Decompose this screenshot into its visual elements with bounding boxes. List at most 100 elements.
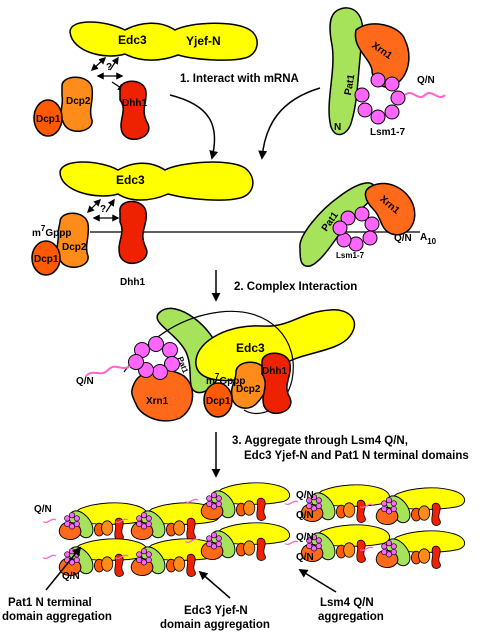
lsm-subunit [215, 500, 222, 508]
qn-tail [359, 546, 374, 551]
qn-label: Q/N [62, 571, 80, 582]
lsm-subunit [310, 534, 318, 541]
qn-label: Q/N [296, 510, 314, 521]
xrn1-label: Xrn1 [146, 396, 169, 407]
lsm-subunit [210, 543, 218, 550]
lsm-subunit [385, 540, 393, 547]
aggregated-complex [184, 482, 291, 521]
lsm-subunit [306, 502, 313, 510]
lsm-subunit [210, 503, 218, 510]
dhh1-protein [356, 499, 366, 523]
lsm1-7-ring [128, 336, 180, 380]
lsm-subunit [68, 548, 76, 555]
dhh1-protein [186, 553, 196, 577]
step2-label: 2. Complex Interaction [234, 281, 357, 293]
cap-label: m7Gppp [206, 372, 245, 387]
edc3-aggregation-caption-line2: domain aggregation [160, 619, 270, 631]
edc3-protein [69, 21, 258, 61]
pat1-aggregation-caption-line2: domain aggregation [2, 611, 112, 623]
qn-tail [284, 500, 299, 505]
lsm-subunit [385, 508, 393, 515]
lsm-subunit [210, 492, 218, 499]
dhh1-protein [431, 502, 441, 526]
dhh1-protein [256, 537, 266, 561]
qn-label: Q/N [296, 552, 314, 563]
lsm1-7-ring [354, 72, 406, 125]
step1-arrows [169, 87, 321, 160]
dhh1-protein [114, 553, 124, 577]
qn-tail [85, 365, 131, 377]
lsm4-aggregation-caption-line2: aggregation [318, 611, 384, 623]
lsm-subunit [73, 520, 80, 528]
lsm-subunit [206, 500, 213, 508]
yjef-n-label: Yjef-N [186, 34, 221, 48]
lsm-subunit [310, 505, 318, 512]
xrn1-protein [364, 182, 416, 236]
caption-arrows [45, 546, 337, 599]
dcp2-protein [230, 361, 268, 409]
edc3-aggregation-caption-line1: Edc3 Yjef-N [184, 605, 248, 617]
qn-tail [184, 538, 199, 543]
lsm-subunit [140, 512, 148, 519]
lsm-subunit [306, 542, 313, 550]
dcp2-protein [243, 500, 256, 516]
dhh1-protein [256, 497, 266, 521]
qn-tail [184, 498, 199, 503]
lsm-subunit [145, 556, 152, 564]
possible-interaction-arrows [86, 198, 120, 222]
dcp1-label: Dcp1 [34, 254, 59, 265]
lsm-subunit [140, 559, 148, 566]
dcp1-protein [203, 382, 233, 418]
qn-label: Q/N [76, 376, 94, 387]
lsm-subunit [390, 500, 397, 507]
question-mark-label: ? [106, 62, 112, 73]
cap-label: m7Gppp [32, 224, 71, 239]
dhh1-label: Dhh1 [262, 366, 287, 377]
qn-label: Q/N [417, 75, 435, 86]
lsm-subunit [64, 520, 71, 528]
lsm-subunit [68, 523, 76, 530]
dhh1-protein [431, 545, 441, 569]
dhh1-label: Dhh1 [120, 277, 145, 288]
dcp2-label: Dcp2 [62, 242, 87, 253]
lsm-subunit [315, 537, 322, 544]
lsm-subunit [385, 497, 393, 504]
panel-free-decapping-proteins: Edc3 Yjef-N ? Dcp2 Dcp1 Dhh1 [33, 21, 258, 141]
lsm-subunit [136, 551, 143, 558]
dcp2-protein [101, 556, 114, 572]
dcp2-protein [418, 505, 431, 521]
panel-aggregates [42, 482, 466, 577]
lsm-subunit [64, 515, 71, 522]
lsm-subunit [145, 551, 152, 558]
panel-free-pat1-lsm-xrn1: Pat1 N Xrn1 Lsm1-7 Q/N [328, 7, 446, 138]
edc3-label: Edc3 [116, 173, 145, 187]
lsm-subunit [215, 495, 222, 502]
dcp2-protein [343, 542, 356, 558]
qn-tail [42, 554, 57, 559]
lsm-subunit [64, 551, 71, 558]
lsm-subunit [206, 540, 213, 548]
panel-complex: Pat1 Edc3 Xrn1 Q/N Dcp2 Dcp1 m7Gppp Dhh1 [76, 307, 356, 422]
lsm-subunit [390, 548, 397, 556]
lsm4-aggregation-caption-line1: Lsm4 Q/N [320, 597, 374, 609]
dcp2-protein [56, 212, 90, 268]
dhh1-protein [261, 352, 292, 415]
dcp2-protein [418, 548, 431, 564]
dhh1-protein [118, 200, 148, 265]
aggregated-complex [42, 502, 149, 541]
dcp2-protein [173, 556, 186, 572]
dhh1-protein [114, 517, 124, 541]
dcp1-label: Dcp1 [36, 114, 61, 125]
qn-label: Q/N [394, 233, 412, 244]
lsm-subunit [73, 515, 80, 522]
aggregated-complex [284, 484, 391, 523]
lsm-subunit [140, 548, 148, 555]
panel-mrna-bound: Edc3 ? Dcp2 Dcp1 m7Gppp Dhh1 Pat1 Xrn1 [31, 161, 437, 288]
pat1-aggregation-caption-line1: Pat1 N terminal [8, 597, 92, 609]
dhh1-protein [186, 517, 196, 541]
lsm-subunit [215, 540, 222, 548]
dcp2-label: Dcp2 [236, 384, 261, 395]
lsm-subunit [145, 515, 152, 522]
pat1-protein [328, 7, 364, 136]
aggregated-complex [114, 538, 221, 577]
